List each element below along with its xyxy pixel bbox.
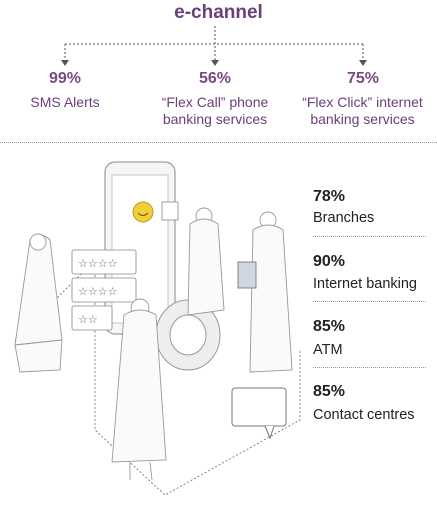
stat-contact-centres-value: 85%: [313, 383, 346, 400]
stat-atm-value: 85%: [313, 318, 346, 335]
stat-contact-centres-label: Contact centres: [313, 407, 415, 423]
page-title: e-channel: [174, 2, 263, 23]
stat-flex-call-label-2: banking services: [162, 111, 268, 127]
person-right-illustration: [237, 211, 293, 373]
svg-text:☆☆: ☆☆: [78, 313, 98, 326]
banking-illustration: ☆☆☆☆ ☆☆☆☆ ☆☆: [14, 161, 301, 496]
stat-atm-label: ATM: [313, 342, 343, 358]
stat-branches-value: 78%: [313, 188, 346, 205]
chat-bubble-illustration: [231, 387, 287, 427]
stat-divider: [313, 367, 426, 368]
stat-flex-call-value: 56%: [198, 70, 232, 87]
stat-branches-label: Branches: [313, 210, 375, 226]
stat-sms-label: SMS Alerts: [30, 94, 100, 110]
section-divider: [0, 142, 437, 143]
stat-divider: [313, 236, 426, 237]
svg-text:☆☆☆☆: ☆☆☆☆: [78, 285, 118, 298]
stat-internet-banking-value: 90%: [313, 253, 346, 270]
person-middle-illustration: [187, 207, 225, 316]
stat-flex-click-value: 75%: [346, 70, 380, 87]
person-center-illustration: [111, 298, 167, 481]
connector-tree: [61, 26, 367, 66]
stat-flex-call-label-1: “Flex Call” phone: [161, 94, 269, 110]
svg-text:☆☆☆☆: ☆☆☆☆: [78, 257, 118, 270]
stat-divider: [313, 301, 426, 302]
stat-flex-click-label-2: banking services: [310, 111, 415, 127]
stat-internet-banking-label: Internet banking: [313, 276, 417, 292]
stat-sms-value: 99%: [48, 70, 82, 87]
person-left-illustration: [14, 233, 63, 373]
stat-flex-click-label-1: “Flex Click” internet: [302, 94, 423, 110]
